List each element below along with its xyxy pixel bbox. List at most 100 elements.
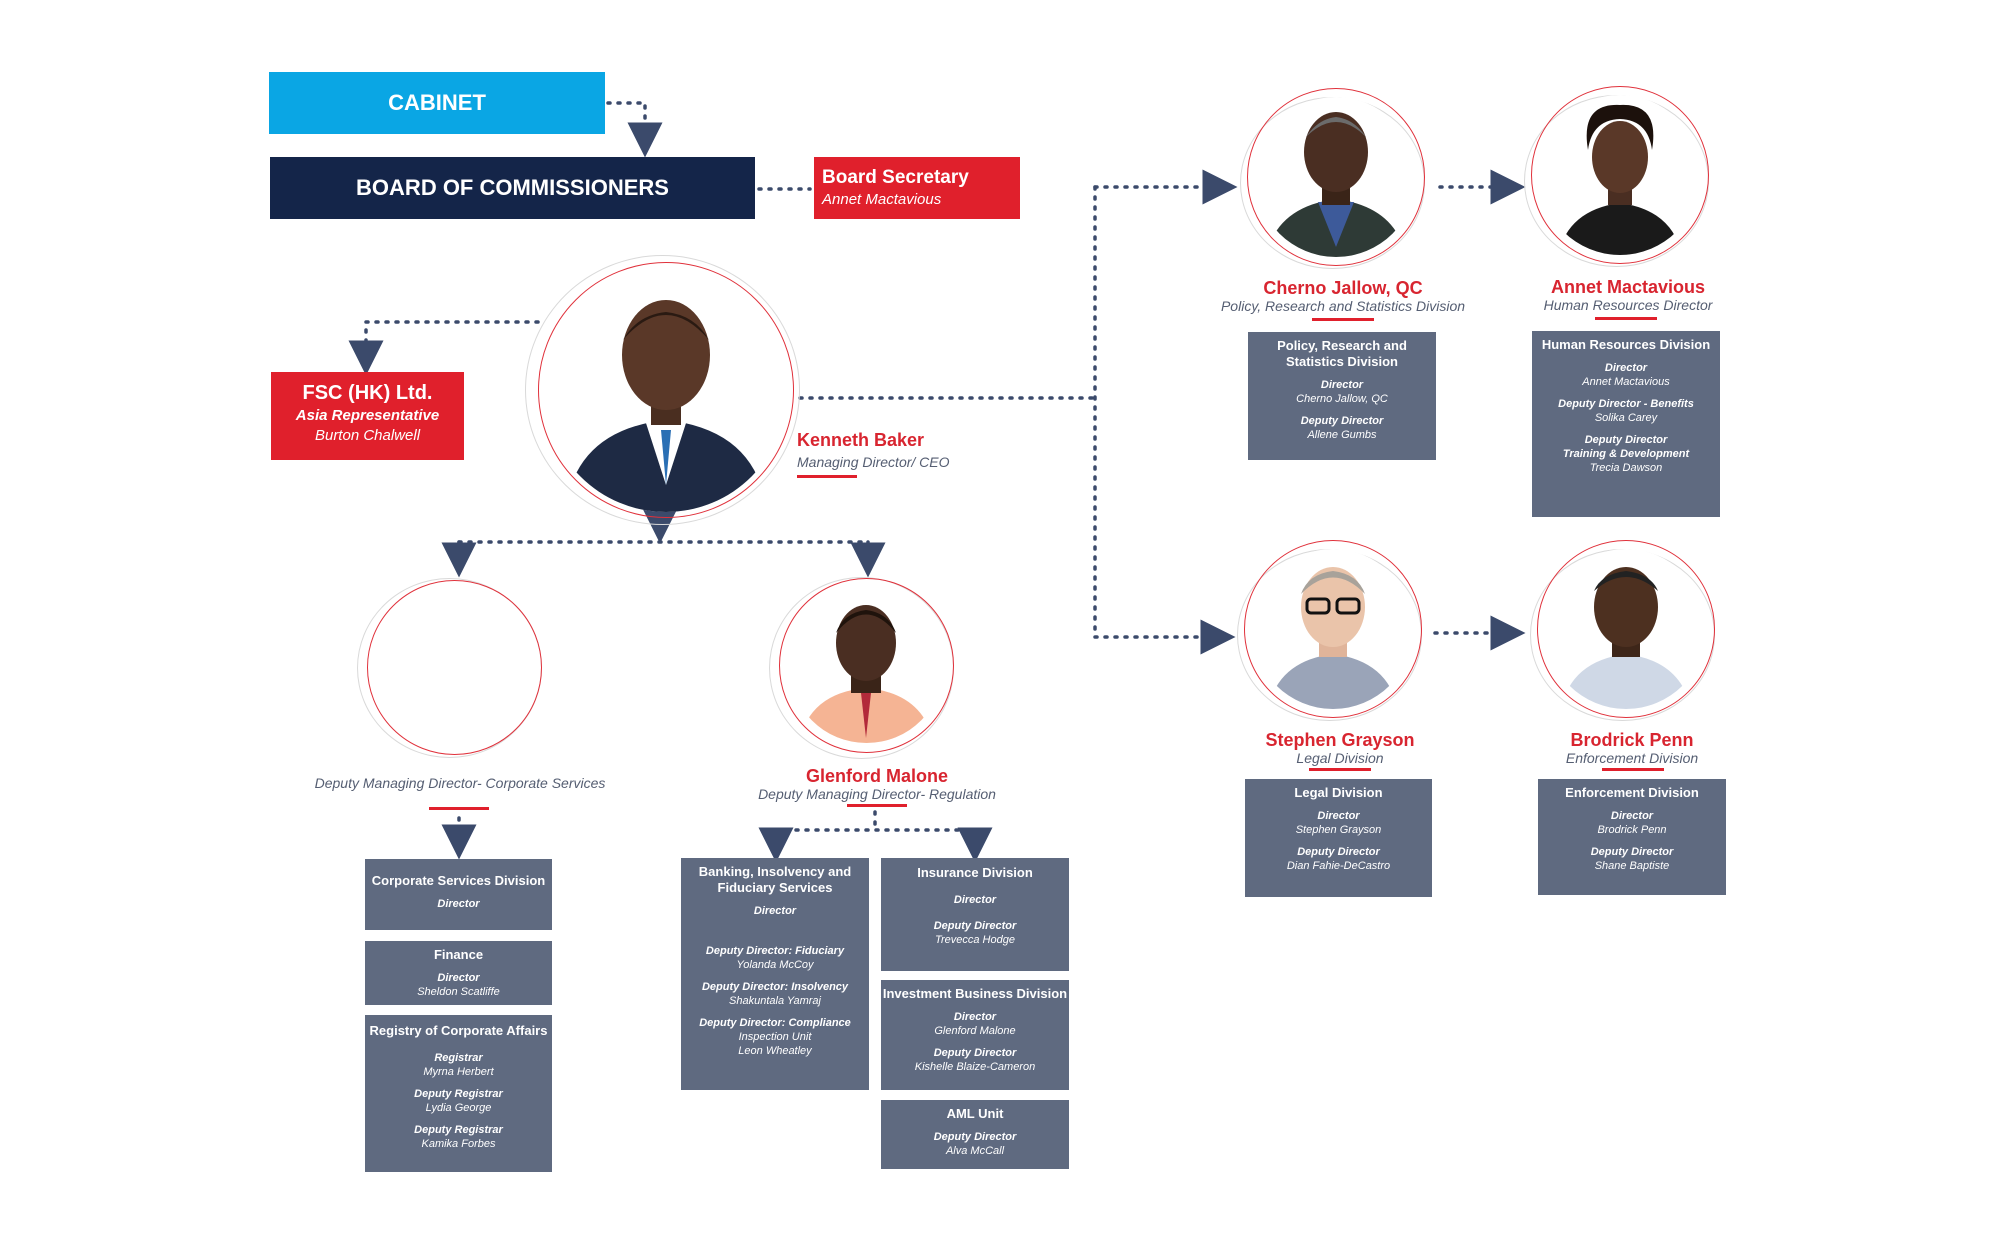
board-secretary-box: Board Secretary Annet Mactavious xyxy=(814,157,1020,219)
banking-card-fiduciary-label: Deputy Director: Fiduciary xyxy=(705,945,845,957)
enforcement-card-deputy-label: Deputy Director xyxy=(1590,846,1674,858)
enforcement-role: Enforcement Division xyxy=(1565,750,1699,766)
investment-business-card: Investment Business Division Director Gl… xyxy=(881,980,1069,1090)
insurance-card-director-label: Director xyxy=(953,894,997,906)
policy-name: Cherno Jallow, QC xyxy=(1263,278,1423,298)
registry-card-deputy2-name: Kamika Forbes xyxy=(421,1138,496,1150)
registry-card-heading: Registry of Corporate Affairs xyxy=(369,1023,548,1038)
legal-card-director-name: Stephen Grayson xyxy=(1295,824,1382,836)
registry-card-deputy2-label: Deputy Registrar xyxy=(414,1124,503,1136)
legal-name: Stephen Grayson xyxy=(1265,730,1415,750)
aml-card-deputy-label: Deputy Director xyxy=(933,1131,1017,1143)
legal-card-director-label: Director xyxy=(1317,810,1360,822)
finance-card-director-label: Director xyxy=(437,972,480,984)
secretary-title: Board Secretary xyxy=(822,167,969,188)
hr-underline xyxy=(1595,317,1657,320)
hr-division-card: Human Resources Division Director Annet … xyxy=(1532,331,1720,517)
dmd-corporate-role: Deputy Managing Director- Corporate Serv… xyxy=(314,775,606,791)
enforcement-photo xyxy=(1546,549,1706,709)
ceo-portrait-ring xyxy=(538,262,794,518)
dmd-regulation-name: Glenford Malone xyxy=(805,766,949,786)
hr-card-training-name: Trecia Dawson xyxy=(1589,462,1663,474)
fsc-hk-box: FSC (HK) Ltd. Asia Representative Burton… xyxy=(271,372,464,460)
finance-card-heading: Finance xyxy=(433,947,484,962)
legal-photo xyxy=(1253,549,1413,709)
cabinet-box: CABINET xyxy=(269,72,605,134)
banking-card-compliance-label: Deputy Director: Compliance xyxy=(699,1017,851,1029)
dmd-regulation-role: Deputy Managing Director- Regulation xyxy=(758,786,996,802)
legal-division-card: Legal Division Director Stephen Grayson … xyxy=(1245,779,1432,897)
ceo-name: Kenneth Baker xyxy=(797,430,925,450)
banking-card-insolvency-label: Deputy Director: Insolvency xyxy=(701,981,849,993)
fsc-role: Asia Representative xyxy=(295,407,440,424)
hr-card-training-sublabel: Training & Development xyxy=(1562,448,1690,460)
legal-card-heading: Legal Division xyxy=(1294,785,1383,800)
hr-card-heading: Human Resources Division xyxy=(1541,337,1711,352)
enforcement-card-deputy-name: Shane Baptiste xyxy=(1594,860,1670,872)
investment-card-deputy-label: Deputy Director xyxy=(933,1047,1017,1059)
board-box: BOARD OF COMMISSIONERS xyxy=(270,157,755,219)
dmd-regulation-portrait-ring xyxy=(779,578,954,753)
registry-card-deputy1-name: Lydia George xyxy=(425,1102,492,1114)
banking-card-director-label: Director xyxy=(753,905,797,917)
policy-card-director-label: Director xyxy=(1320,379,1364,391)
dmd-corporate-portrait-ring xyxy=(367,580,542,755)
enforcement-card-director-label: Director xyxy=(1610,810,1654,822)
policy-card-deputy-label: Deputy Director xyxy=(1300,415,1384,427)
ceo-underline xyxy=(797,475,857,478)
board-label: BOARD OF COMMISSIONERS xyxy=(356,175,669,200)
investment-card-director-name: Glenford Malone xyxy=(934,1025,1016,1037)
banking-card-heading: Banking, Insolvency and Fiduciary Servic… xyxy=(698,864,852,895)
investment-card-director-label: Director xyxy=(953,1011,997,1023)
ceo-portrait-frame xyxy=(525,255,800,525)
banking-insolvency-card: Banking, Insolvency and Fiduciary Servic… xyxy=(681,858,869,1090)
insurance-card-heading: Insurance Division xyxy=(917,865,1033,880)
cabinet-label: CABINET xyxy=(388,90,486,115)
policy-photo xyxy=(1256,97,1416,257)
hr-photo xyxy=(1540,95,1700,255)
banking-card-insolvency-name: Shakuntala Yamraj xyxy=(729,995,821,1007)
hr-portrait-ring xyxy=(1531,86,1709,264)
legal-role: Legal Division xyxy=(1296,750,1384,766)
secretary-name: Annet Mactavious xyxy=(822,191,942,208)
enforcement-portrait-ring xyxy=(1537,540,1715,718)
enforcement-card-director-name: Brodrick Penn xyxy=(1597,824,1667,836)
investment-card-deputy-name: Kishelle Blaize-Cameron xyxy=(914,1061,1036,1073)
corporate-card-director-label: Director xyxy=(437,898,480,910)
policy-division-card: Policy, Research and Statistics Division… xyxy=(1248,332,1436,460)
policy-card-heading: Policy, Research and Statistics Division xyxy=(1277,338,1407,369)
corporate-card-heading: Corporate Services Division xyxy=(371,873,546,888)
hr-name: Annet Mactavious xyxy=(1550,277,1706,297)
legal-card-deputy-label: Deputy Director xyxy=(1297,846,1380,858)
hr-card-benefits-name: Solika Carey xyxy=(1594,412,1658,424)
legal-card-deputy-name: Dian Fahie-DeCastro xyxy=(1286,860,1391,872)
banking-card-fiduciary-name: Yolanda McCoy xyxy=(736,959,814,971)
banking-card-compliance-name: Leon Wheatley xyxy=(738,1045,812,1057)
enforcement-division-card: Enforcement Division Director Brodrick P… xyxy=(1538,779,1726,895)
legal-underline xyxy=(1309,768,1371,771)
dmd-regulation-underline xyxy=(847,804,907,807)
enforcement-name: Brodrick Penn xyxy=(1570,730,1694,750)
registry-card-registrar-label: Registrar xyxy=(434,1052,483,1064)
hr-role: Human Resources Director xyxy=(1543,297,1713,313)
registry-card: Registry of Corporate Affairs Registrar … xyxy=(365,1015,552,1172)
policy-underline xyxy=(1312,318,1374,321)
policy-card-director-name: Cherno Jallow, QC xyxy=(1296,393,1388,405)
insurance-card: Insurance Division Director Deputy Direc… xyxy=(881,858,1069,971)
enforcement-underline xyxy=(1602,768,1664,771)
registry-card-registrar-name: Myrna Herbert xyxy=(423,1066,494,1078)
policy-portrait-ring xyxy=(1247,88,1425,266)
legal-portrait-ring xyxy=(1244,540,1422,718)
hr-card-benefits-label: Deputy Director - Benefits xyxy=(1558,398,1694,410)
aml-unit-card: AML Unit Deputy Director Alva McCall xyxy=(881,1100,1069,1169)
policy-card-deputy-name: Allene Gumbs xyxy=(1307,429,1377,441)
banking-card-inspection-unit: Inspection Unit xyxy=(738,1031,812,1043)
ceo-photo xyxy=(545,270,787,512)
insurance-card-deputy-name: Trevecca Hodge xyxy=(935,934,1015,946)
investment-card-heading: Investment Business Division xyxy=(882,986,1068,1001)
registry-card-deputy1-label: Deputy Registrar xyxy=(414,1088,503,1100)
fsc-title: FSC (HK) Ltd. xyxy=(302,382,433,404)
hr-card-director-label: Director xyxy=(1604,362,1648,374)
dmd-corporate-underline xyxy=(429,807,489,810)
fsc-name: Burton Chalwell xyxy=(314,427,421,444)
